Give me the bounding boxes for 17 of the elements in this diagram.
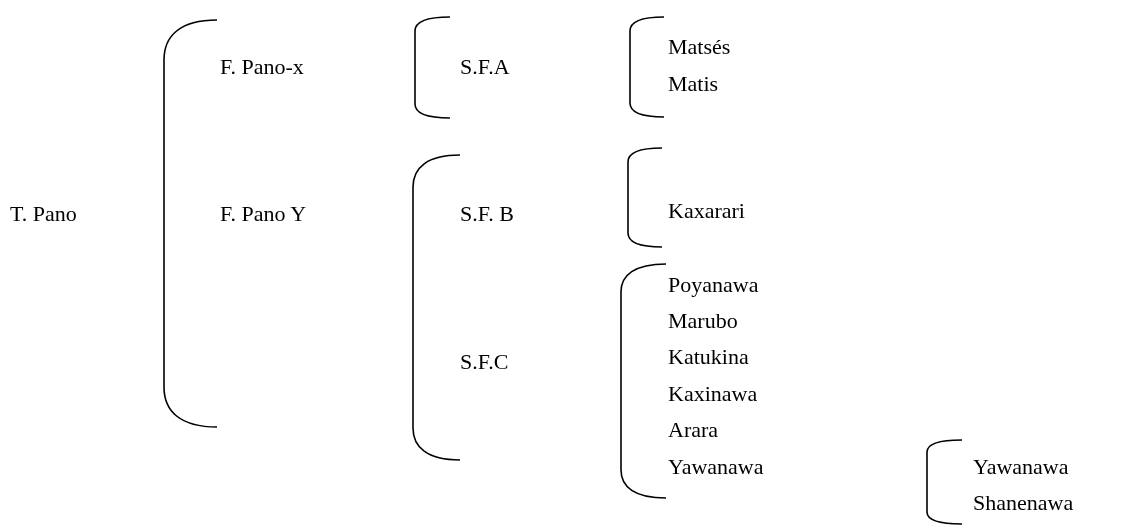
subfamily-label: S.F.C bbox=[460, 348, 509, 376]
family-label: F. Pano-x bbox=[220, 53, 304, 81]
language-label: Matsés bbox=[668, 33, 731, 61]
subfamily-label: S.F.A bbox=[460, 53, 510, 81]
language-label: Yawanawa bbox=[973, 453, 1069, 481]
language-label: Kaxarari bbox=[668, 197, 745, 225]
language-label: Matis bbox=[668, 70, 719, 98]
subfamily-label: S.F. B bbox=[460, 200, 514, 228]
group-label: T. Pano bbox=[10, 200, 77, 228]
language-label: Kaxinawa bbox=[668, 380, 758, 408]
language-label: Marubo bbox=[668, 307, 738, 335]
family-label: F. Pano Y bbox=[220, 200, 307, 228]
language-label: Yawanawa bbox=[668, 453, 764, 481]
language-label: Shanenawa bbox=[973, 489, 1074, 517]
language-label: Poyanawa bbox=[668, 271, 759, 299]
language-label: Arara bbox=[668, 416, 719, 444]
language-label: Katukina bbox=[668, 343, 749, 371]
